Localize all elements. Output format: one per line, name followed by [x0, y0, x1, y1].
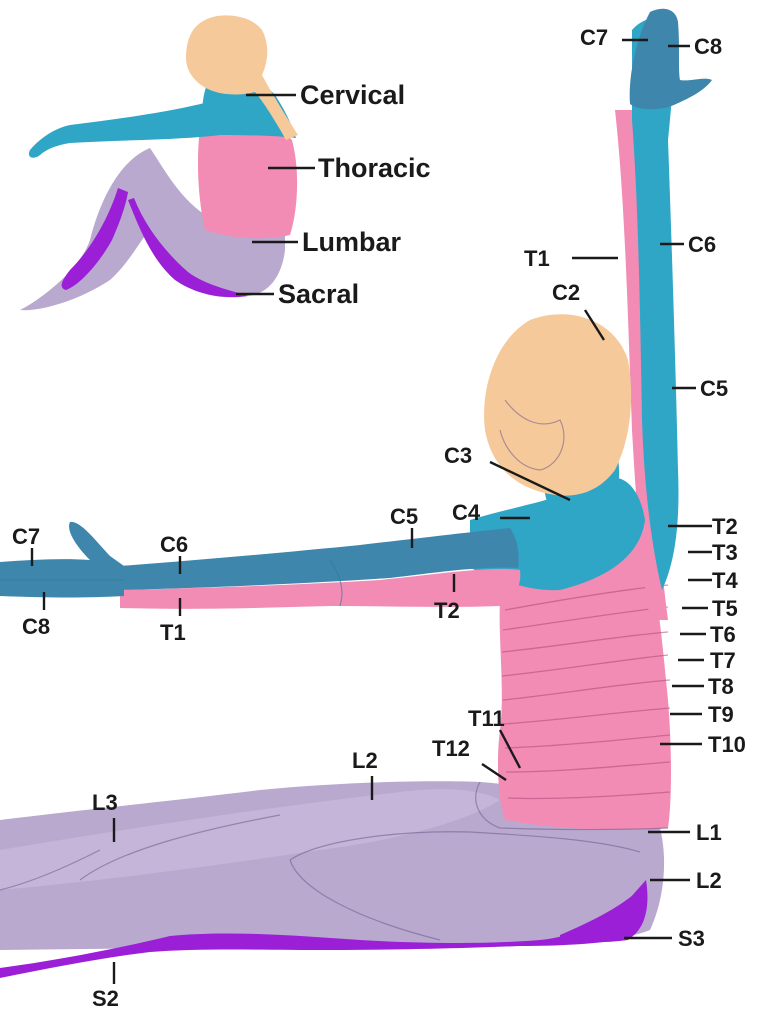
label-t1-arm: T1 — [524, 246, 550, 271]
label-t5: T5 — [712, 596, 738, 621]
label-c5-arm: C5 — [700, 376, 728, 401]
label-c7-hand: C7 — [580, 25, 608, 50]
label-t4: T4 — [712, 568, 738, 593]
inset-figure — [20, 15, 298, 310]
legend-lumbar: Lumbar — [302, 227, 402, 257]
inset-torso-thoracic — [198, 124, 297, 238]
label-t3: T3 — [712, 540, 738, 565]
legend-thoracic: Thoracic — [318, 153, 431, 183]
label-c8-hand: C8 — [694, 34, 722, 59]
label-c8-left: C8 — [22, 614, 50, 639]
label-t9: T9 — [708, 702, 734, 727]
label-t11: T11 — [468, 706, 505, 731]
label-t2-left: T2 — [434, 598, 460, 623]
label-c6-left: C6 — [160, 532, 188, 557]
legend-cervical: Cervical — [300, 80, 405, 110]
label-s3: S3 — [678, 926, 705, 951]
label-c4: C4 — [452, 500, 481, 525]
label-l3: L3 — [92, 790, 118, 815]
label-t1-left: T1 — [160, 620, 186, 645]
label-l1: L1 — [696, 820, 722, 845]
label-c3: C3 — [444, 443, 472, 468]
label-t7: T7 — [710, 648, 736, 673]
label-t2: T2 — [712, 514, 738, 539]
inset-arm-cervical — [29, 100, 220, 158]
label-c6-arm: C6 — [688, 232, 716, 257]
label-t12: T12 — [432, 736, 470, 761]
label-t10: T10 — [708, 732, 746, 757]
label-t6: T6 — [710, 622, 736, 647]
label-l2-thigh: L2 — [352, 748, 378, 773]
label-c7-left: C7 — [12, 524, 40, 549]
legend-sacral: Sacral — [278, 279, 359, 309]
label-c2: C2 — [552, 280, 580, 305]
label-s2: S2 — [92, 986, 119, 1011]
label-c5-shoulder: C5 — [390, 504, 418, 529]
label-l2-right: L2 — [696, 868, 722, 893]
label-t8: T8 — [708, 674, 734, 699]
